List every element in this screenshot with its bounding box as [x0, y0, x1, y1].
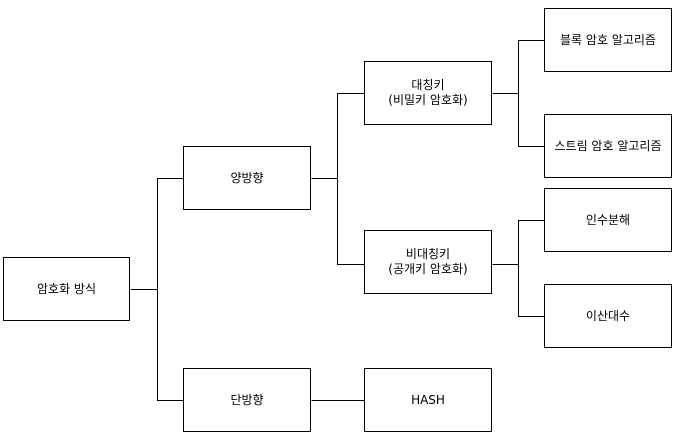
edge-symmetric-to-block — [492, 40, 545, 94]
node-factorization: 인수분해 — [544, 188, 672, 252]
edge-root-to-bidirectional — [130, 178, 184, 290]
edge-asymmetric-to-factorization — [492, 220, 545, 265]
node-unidirectional: 단방향 — [183, 368, 311, 432]
edge-asymmetric-to-discrete-log — [518, 264, 545, 317]
node-block-cipher: 블록 암호 알고리즘 — [544, 8, 672, 72]
node-encryption-method: 암호화 방식 — [3, 257, 130, 321]
edge-bidirectional-to-symmetric — [311, 93, 365, 179]
node-discrete-logarithm: 이산대수 — [544, 284, 672, 348]
node-hash: HASH — [364, 368, 492, 432]
node-asymmetric-key: 비대칭키 (공개키 암호화) — [364, 230, 492, 294]
edge-bidirectional-to-asymmetric — [337, 178, 365, 265]
node-symmetric-key: 대칭키 (비밀키 암호화) — [364, 61, 492, 125]
edge-symmetric-to-stream — [518, 93, 545, 147]
node-stream-cipher: 스트림 암호 알고리즘 — [544, 114, 672, 178]
edge-root-to-unidirectional — [157, 289, 184, 401]
node-bidirectional: 양방향 — [183, 146, 311, 210]
